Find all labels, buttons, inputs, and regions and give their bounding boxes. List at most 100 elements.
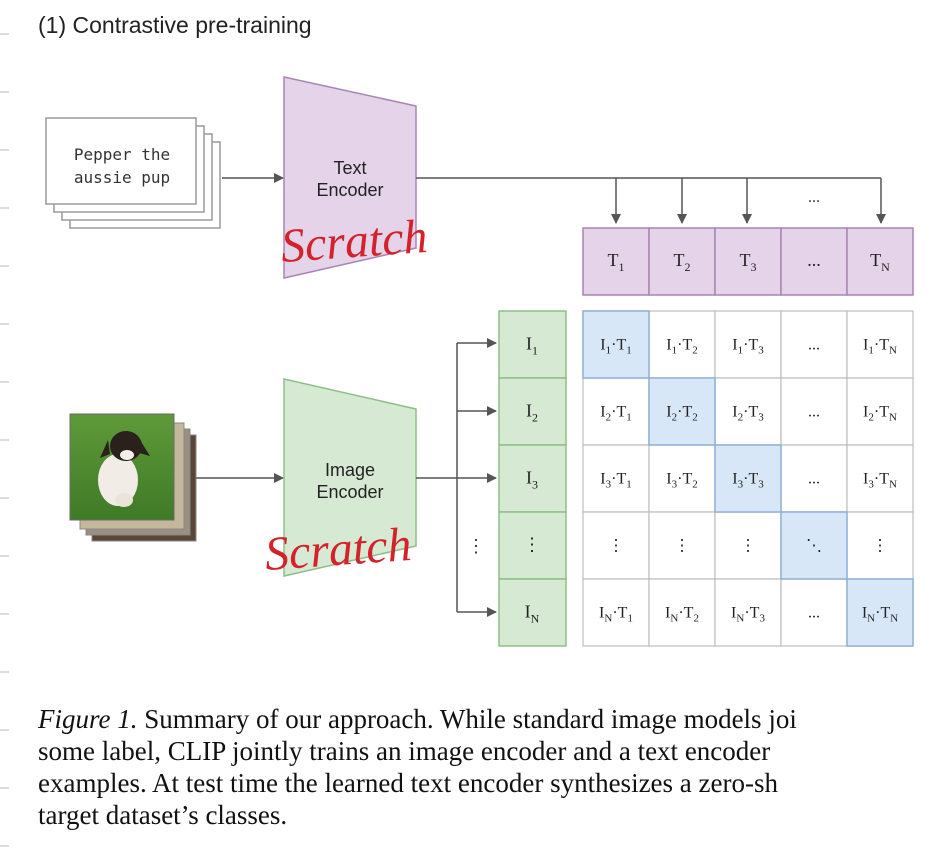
matrix-cell — [648, 578, 716, 647]
label-base: I — [526, 401, 532, 421]
label-base: ... — [807, 250, 821, 270]
label-dot: ·T — [611, 337, 626, 354]
label-subscript: 2 — [672, 412, 678, 424]
label-subscript: 1 — [626, 345, 632, 357]
caption-line-1-text: Summary of our approach. While standard … — [137, 704, 797, 734]
label-base: I — [526, 334, 532, 354]
text-input-line-2: aussie pup — [74, 168, 170, 187]
image-embedding-cell — [498, 377, 567, 446]
label-subscript: 3 — [738, 479, 744, 491]
caption-line-2: some label, CLIP jointly trains an image… — [38, 736, 771, 766]
image-encoder-output-lines — [416, 338, 497, 617]
image-encoder-label-2: Encoder — [316, 482, 383, 502]
matrix-cell-label: I3·T2 — [666, 471, 697, 491]
text-encoder-label-1: Text — [333, 158, 366, 178]
matrix-cell-label: I3·T3 — [732, 471, 764, 491]
label-base: I — [731, 605, 736, 622]
matrix-cell-label: I2·T3 — [732, 404, 764, 424]
text-encoder — [283, 76, 417, 279]
matrix-diagonal-cell — [714, 444, 782, 513]
matrix-cell — [780, 578, 848, 647]
label-dot: ·T — [875, 605, 890, 622]
label-subscript: 2 — [692, 345, 698, 357]
label-subscript: 1 — [868, 345, 874, 357]
matrix-cell-label: IN·T3 — [731, 605, 765, 625]
matrix-cell-label: I3·TN — [863, 471, 897, 491]
label-dot: ·T — [743, 471, 758, 488]
label-base: I — [863, 404, 868, 421]
label-subscript: 3 — [751, 260, 757, 274]
matrix-cell-label: I1·T3 — [732, 337, 764, 357]
matrix-cell-label: ⋮ — [674, 538, 690, 555]
label-subscript: 1 — [619, 260, 625, 274]
image-embedding-label: I3 — [526, 468, 538, 492]
matrix-cell-label: I2·T2 — [666, 404, 697, 424]
text-encoder-output-lines — [416, 177, 886, 224]
section-title: (1) Contrastive pre-training — [38, 12, 312, 38]
matrix-cell — [780, 444, 848, 513]
matrix-diagonal-cell — [846, 578, 914, 647]
matrix-cell-label: I1·T1 — [600, 337, 631, 357]
matrix-cell — [582, 578, 650, 647]
label-subscript: 2 — [738, 412, 744, 424]
label-base: I — [666, 337, 671, 354]
label-subscript: N — [736, 613, 744, 625]
label-base: I — [600, 404, 605, 421]
matrix-cell-label: ⋮ — [740, 538, 756, 555]
matrix-cell-label: I3·T1 — [600, 471, 631, 491]
label-base: I — [525, 602, 531, 622]
caption-figure-label: Figure 1. — [38, 704, 138, 734]
matrix-cell-label: ... — [808, 404, 820, 421]
label-subscript: N — [670, 613, 678, 625]
label-subscript: N — [867, 613, 875, 625]
label-base: I — [863, 337, 868, 354]
text-input-card — [45, 117, 197, 205]
label-subscript: 1 — [672, 345, 678, 357]
dog-photo — [69, 413, 175, 521]
image-encoder-label-1: Image — [325, 460, 375, 480]
caption-line-1: Figure 1. Summary of our approach. While… — [38, 703, 947, 735]
label-subscript: 1 — [532, 344, 538, 358]
label-subscript: N — [889, 345, 897, 357]
label-subscript: 1 — [627, 613, 633, 625]
label-subscript: 2 — [606, 412, 612, 424]
matrix-diagonal-cell — [780, 511, 848, 580]
label-dot: ·T — [874, 337, 889, 354]
label-base: I — [732, 404, 737, 421]
label-subscript: 3 — [532, 478, 538, 492]
label-dot: ·T — [611, 404, 626, 421]
image-embedding-cell — [498, 578, 567, 647]
label-subscript: N — [604, 613, 612, 625]
label-dot: ·T — [678, 605, 693, 622]
matrix-cell — [846, 444, 914, 513]
label-subscript: 3 — [868, 479, 874, 491]
image-embedding-label: IN — [525, 602, 540, 626]
matrix-cell-label: IN·TN — [862, 605, 898, 625]
label-subscript: 2 — [532, 411, 538, 425]
label-base: I — [732, 471, 737, 488]
label-base: T — [740, 250, 751, 270]
matrix-cell-label: ⋮ — [608, 538, 624, 555]
text-embedding-cell — [648, 227, 716, 296]
label-base: I — [666, 471, 671, 488]
caption-line-3: examples. At test time the learned text … — [38, 768, 778, 798]
label-base: I — [862, 605, 867, 622]
label-subscript: N — [889, 412, 897, 424]
text-embedding-label: ... — [807, 250, 821, 270]
matrix-cell — [714, 578, 782, 647]
label-subscript: 1 — [606, 345, 612, 357]
image-embedding-label: I2 — [526, 401, 538, 425]
label-subscript: 1 — [738, 345, 744, 357]
text-embedding-cell — [846, 227, 914, 296]
label-subscript: 1 — [626, 412, 632, 424]
matrix-cell — [648, 310, 716, 379]
label-subscript: 1 — [626, 479, 632, 491]
matrix-cell-label: ... — [808, 337, 820, 354]
label-dot: ·T — [677, 404, 692, 421]
label-subscript: 3 — [758, 479, 764, 491]
text-input-stack: Pepper the aussie pup — [45, 117, 221, 229]
label-dot: ·T — [874, 404, 889, 421]
matrix-cell-label: IN·T2 — [665, 605, 699, 625]
image-encoder-scratch-annotation: Scratch — [263, 518, 413, 581]
